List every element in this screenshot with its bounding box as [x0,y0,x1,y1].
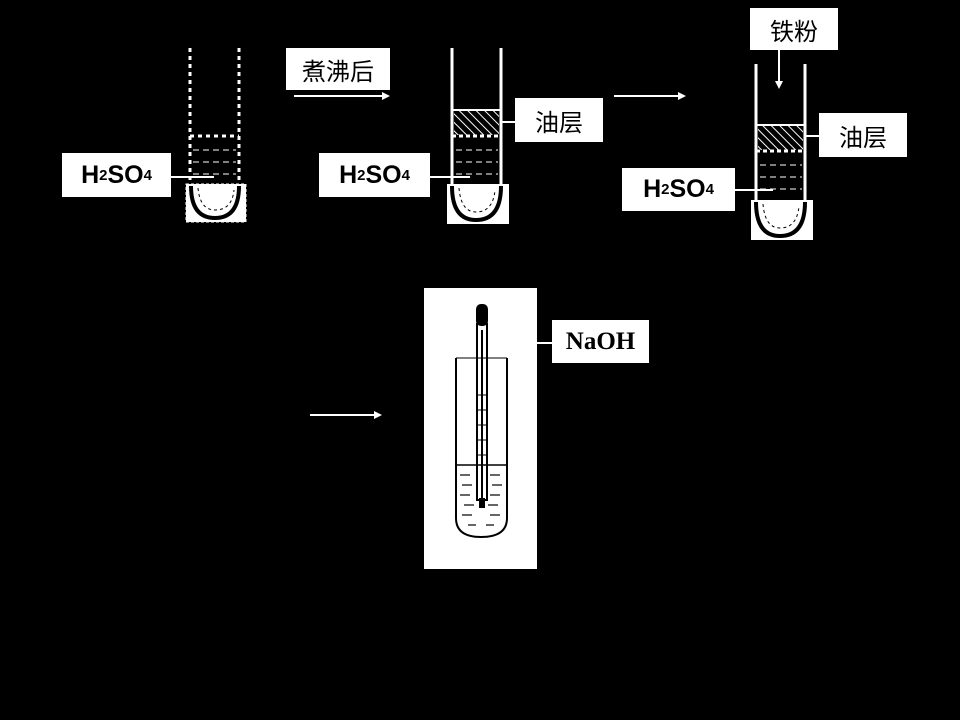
formula-sub-4: 4 [401,166,410,184]
oil-layer-label-2: 油层 [819,113,907,157]
formula-so: SO [669,175,706,203]
iron-powder-label: 铁粉 [750,8,838,50]
test-tube-3 [751,64,813,240]
formula-sub-2: 2 [99,166,108,184]
formula-sub-4: 4 [143,166,152,184]
naoh-label: NaOH [552,320,649,363]
formula-h: H [339,160,358,189]
formula-sub-2: 2 [357,166,366,184]
test-tube-1 [185,48,247,223]
arrow-1 [294,92,390,100]
formula-sub-4: 4 [705,181,714,198]
arrow-2 [614,92,686,100]
arrow-3 [310,411,382,419]
formula-so: SO [107,160,144,189]
arrow-iron-powder [775,50,783,89]
formula-h: H [643,175,662,203]
formula-h: H [81,160,100,189]
formula-sub-2: 2 [661,181,670,198]
test-tube-2 [447,48,509,224]
dropper-apparatus [424,288,537,569]
formula-so: SO [365,160,402,189]
boil-label: 煮沸后 [286,48,390,90]
oil-layer-label-1: 油层 [515,98,603,142]
